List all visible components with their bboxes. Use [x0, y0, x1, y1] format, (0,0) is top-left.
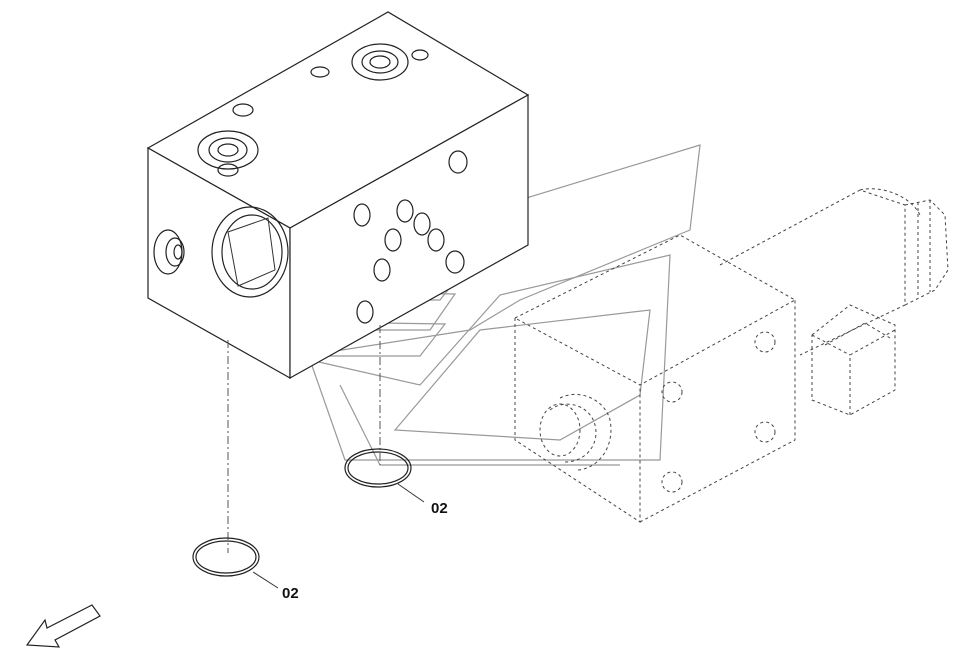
upper-o-ring-callout: 02: [431, 500, 448, 517]
manifold-block: [146, 11, 530, 380]
arrow-down-left-icon: [25, 604, 101, 648]
lower-o-ring-leader: [252, 571, 279, 589]
lower-o-ring-callout: 02: [282, 585, 299, 602]
lower-o-ring[interactable]: [192, 537, 260, 577]
upper-o-ring-leader: [397, 483, 425, 503]
ghost-solenoid-valve: [513, 188, 949, 523]
upper-o-ring[interactable]: [344, 448, 412, 488]
